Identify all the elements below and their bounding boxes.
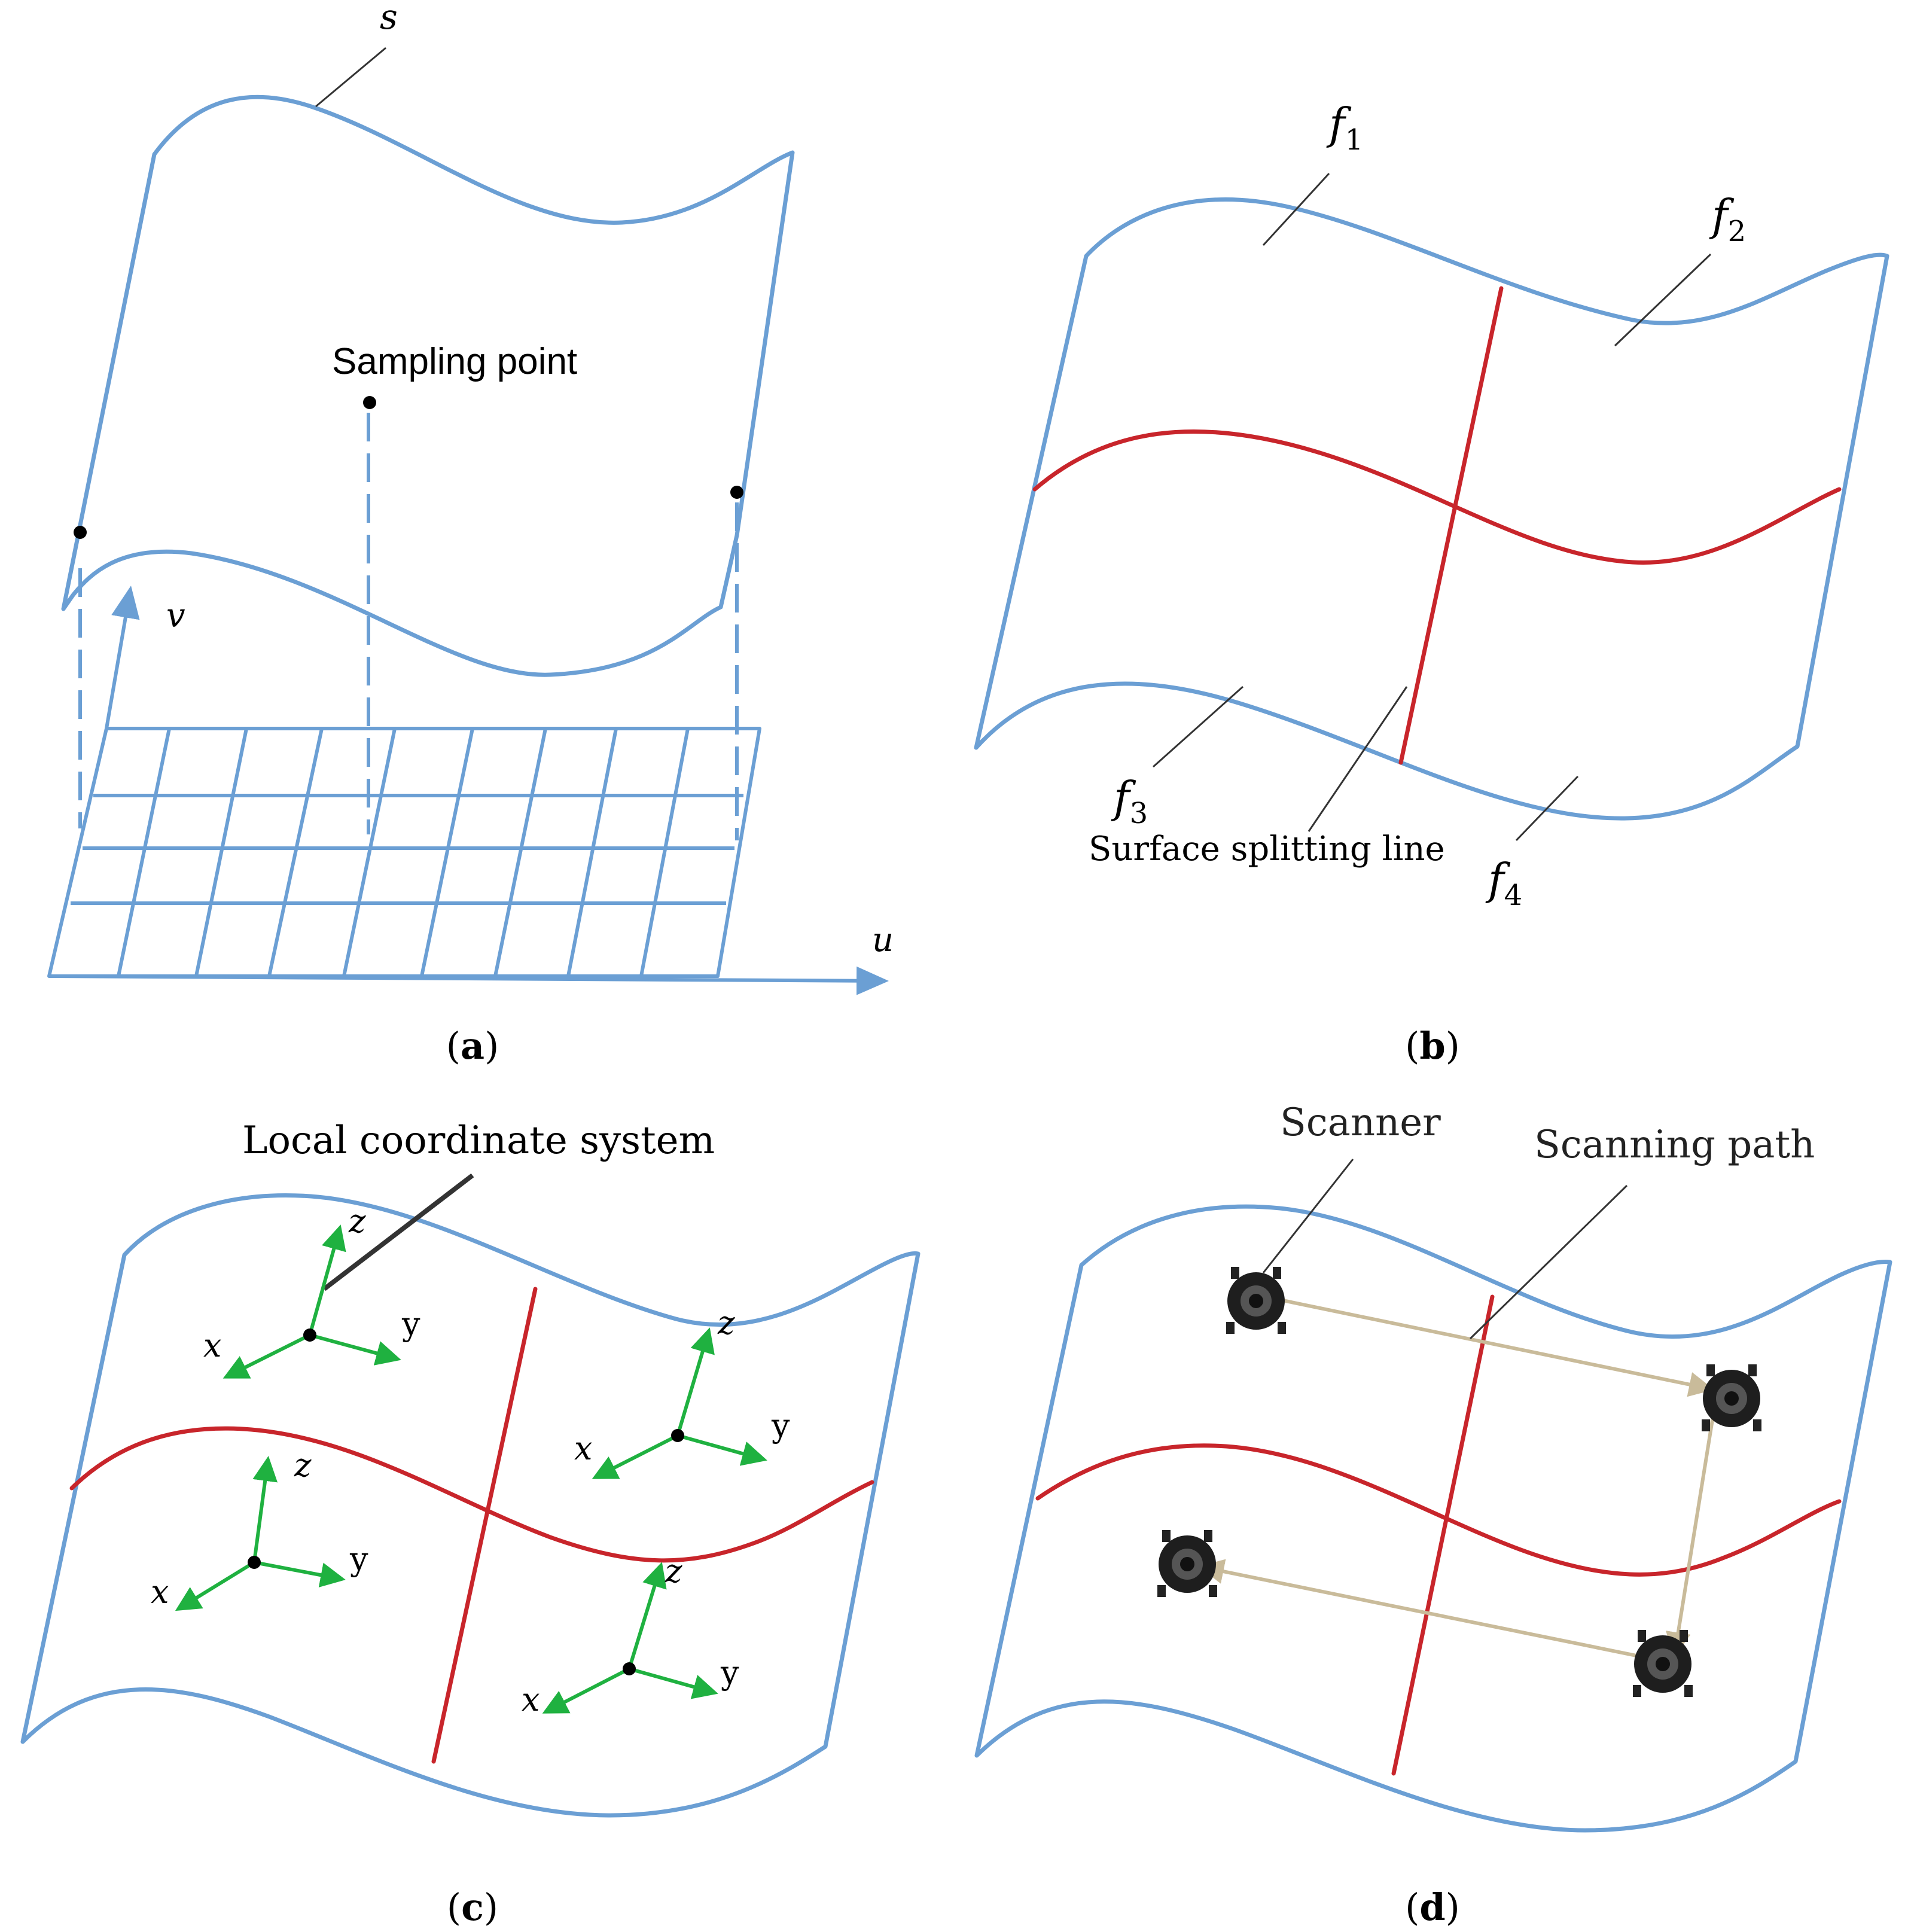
coordinate-frame-4: z y x bbox=[522, 1552, 739, 1718]
surface-outline-b bbox=[974, 197, 1889, 821]
v-axis bbox=[105, 586, 140, 729]
axis-z-label: z bbox=[294, 1446, 312, 1484]
frame-origin bbox=[671, 1429, 684, 1442]
frame-origin bbox=[303, 1328, 316, 1342]
f4-leader bbox=[1515, 775, 1579, 842]
region-f2-label: f2 bbox=[1709, 190, 1746, 248]
axis-y-label: y bbox=[349, 1540, 368, 1578]
surface-s-outline bbox=[61, 95, 795, 677]
panel-d: Scanner Scanning path (d) bbox=[974, 1101, 1892, 1929]
sampling-point-marker bbox=[363, 396, 376, 409]
split-line-leader bbox=[1307, 686, 1408, 832]
panel-a-caption: (a) bbox=[446, 1024, 499, 1068]
f1-leader bbox=[1262, 172, 1330, 246]
horizontal-splitting-line-d bbox=[1035, 1443, 1842, 1577]
horizontal-splitting-line-c bbox=[69, 1426, 874, 1563]
splitting-line-label: Surface splitting line bbox=[1089, 830, 1445, 869]
axis-y-label: y bbox=[771, 1407, 790, 1445]
axis-x-label: x bbox=[151, 1573, 169, 1611]
axis-x-label: x bbox=[203, 1327, 221, 1364]
scanner-icon bbox=[1226, 1267, 1286, 1334]
coordinate-frame-3: z y x bbox=[151, 1446, 368, 1611]
region-f1-label: f1 bbox=[1326, 99, 1363, 157]
panel-c-caption: (c) bbox=[447, 1885, 498, 1929]
axis-z-label: z bbox=[665, 1552, 682, 1590]
vertical-splitting-line-c bbox=[431, 1287, 538, 1764]
panel-a: s Sampling point v u (a) bbox=[47, 0, 894, 1068]
f2-leader bbox=[1614, 253, 1712, 347]
scanner-leader bbox=[1262, 1159, 1354, 1273]
region-f4-label: f4 bbox=[1485, 854, 1522, 912]
axis-z-label: z bbox=[348, 1202, 366, 1240]
scanner-icon bbox=[1633, 1630, 1693, 1697]
region-f3-label: f3 bbox=[1111, 772, 1148, 830]
axis-y-label: y bbox=[720, 1654, 739, 1692]
coordinate-frame-2: z y x bbox=[574, 1304, 790, 1479]
scanner-icon bbox=[1157, 1530, 1217, 1597]
coordinate-frame-1: z y x bbox=[203, 1202, 420, 1379]
u-axis-label: u bbox=[872, 921, 894, 959]
scanning-path-label: Scanning path bbox=[1534, 1123, 1815, 1167]
axis-z-label: z bbox=[717, 1304, 735, 1342]
frame-origin bbox=[248, 1556, 261, 1569]
scanning-path-leader bbox=[1469, 1184, 1628, 1340]
panel-c: Local coordinate system z y x z y x bbox=[20, 1119, 921, 1929]
vertical-splitting-line bbox=[1398, 286, 1504, 765]
axis-x-label: x bbox=[574, 1430, 592, 1467]
surface-outline-c bbox=[20, 1193, 921, 1818]
v-axis-label: v bbox=[166, 596, 185, 635]
panel-b-caption: (b) bbox=[1405, 1024, 1460, 1068]
lcs-label: Local coordinate system bbox=[242, 1119, 715, 1163]
horizontal-splitting-line bbox=[1032, 429, 1842, 565]
u-axis bbox=[48, 966, 889, 995]
frame-origin bbox=[623, 1662, 636, 1675]
f3-leader bbox=[1153, 685, 1243, 768]
panel-b: f1 f2 f3 f4 Surface splitting line (b) bbox=[974, 99, 1889, 1068]
surface-s-leader bbox=[315, 47, 386, 108]
surface-outline-d bbox=[974, 1204, 1892, 1833]
axis-y-label: y bbox=[401, 1305, 420, 1343]
surface-point-right bbox=[730, 486, 743, 499]
surface-point-left bbox=[74, 526, 87, 539]
lcs-leader bbox=[322, 1173, 474, 1291]
vertical-splitting-line-d bbox=[1391, 1294, 1495, 1776]
uv-grid bbox=[47, 727, 761, 978]
scanner-label: Scanner bbox=[1280, 1101, 1441, 1145]
surface-s-label: s bbox=[380, 0, 398, 37]
axis-x-label: x bbox=[522, 1681, 540, 1718]
scanner-icon bbox=[1702, 1364, 1761, 1431]
sampling-point-label: Sampling point bbox=[332, 341, 577, 382]
panel-d-caption: (d) bbox=[1405, 1885, 1460, 1929]
scanning-path bbox=[1199, 1296, 1718, 1665]
